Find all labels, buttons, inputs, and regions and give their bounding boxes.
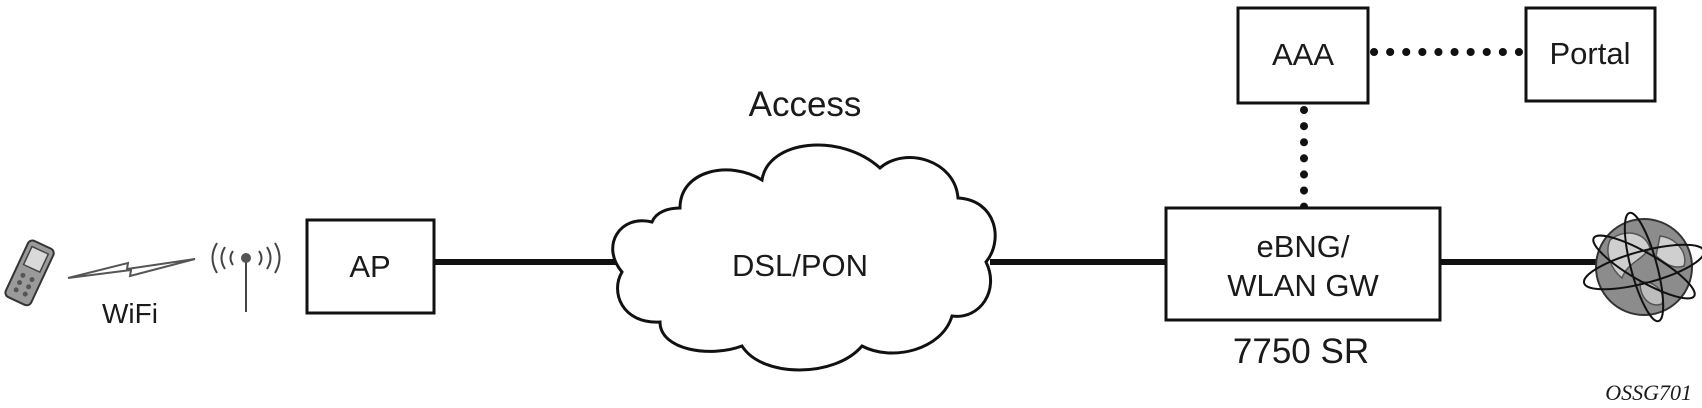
gateway-label-line2: WLAN GW (1227, 268, 1379, 303)
access-cloud (611, 143, 997, 372)
ap-box (305, 218, 436, 315)
ap-label: AP (349, 249, 390, 284)
aaa-box (1236, 6, 1370, 105)
internet-globe-icon (1582, 211, 1702, 323)
gateway-label-line1: eBNG/ (1256, 229, 1349, 264)
figure-id: OSSG701 (1605, 380, 1692, 405)
cloud-label: DSL/PON (732, 248, 868, 283)
wifi-label: WiFi (102, 298, 158, 329)
gateway-box (1164, 206, 1442, 322)
wireless-link-icon (67, 258, 196, 279)
portal-label: Portal (1550, 36, 1631, 71)
access-label: Access (749, 85, 862, 124)
wifi-antenna-icon (211, 242, 281, 312)
aaa-label: AAA (1272, 37, 1334, 72)
portal-box (1524, 6, 1657, 103)
handheld-device-icon (4, 239, 55, 307)
platform-label: 7750 SR (1233, 332, 1369, 371)
